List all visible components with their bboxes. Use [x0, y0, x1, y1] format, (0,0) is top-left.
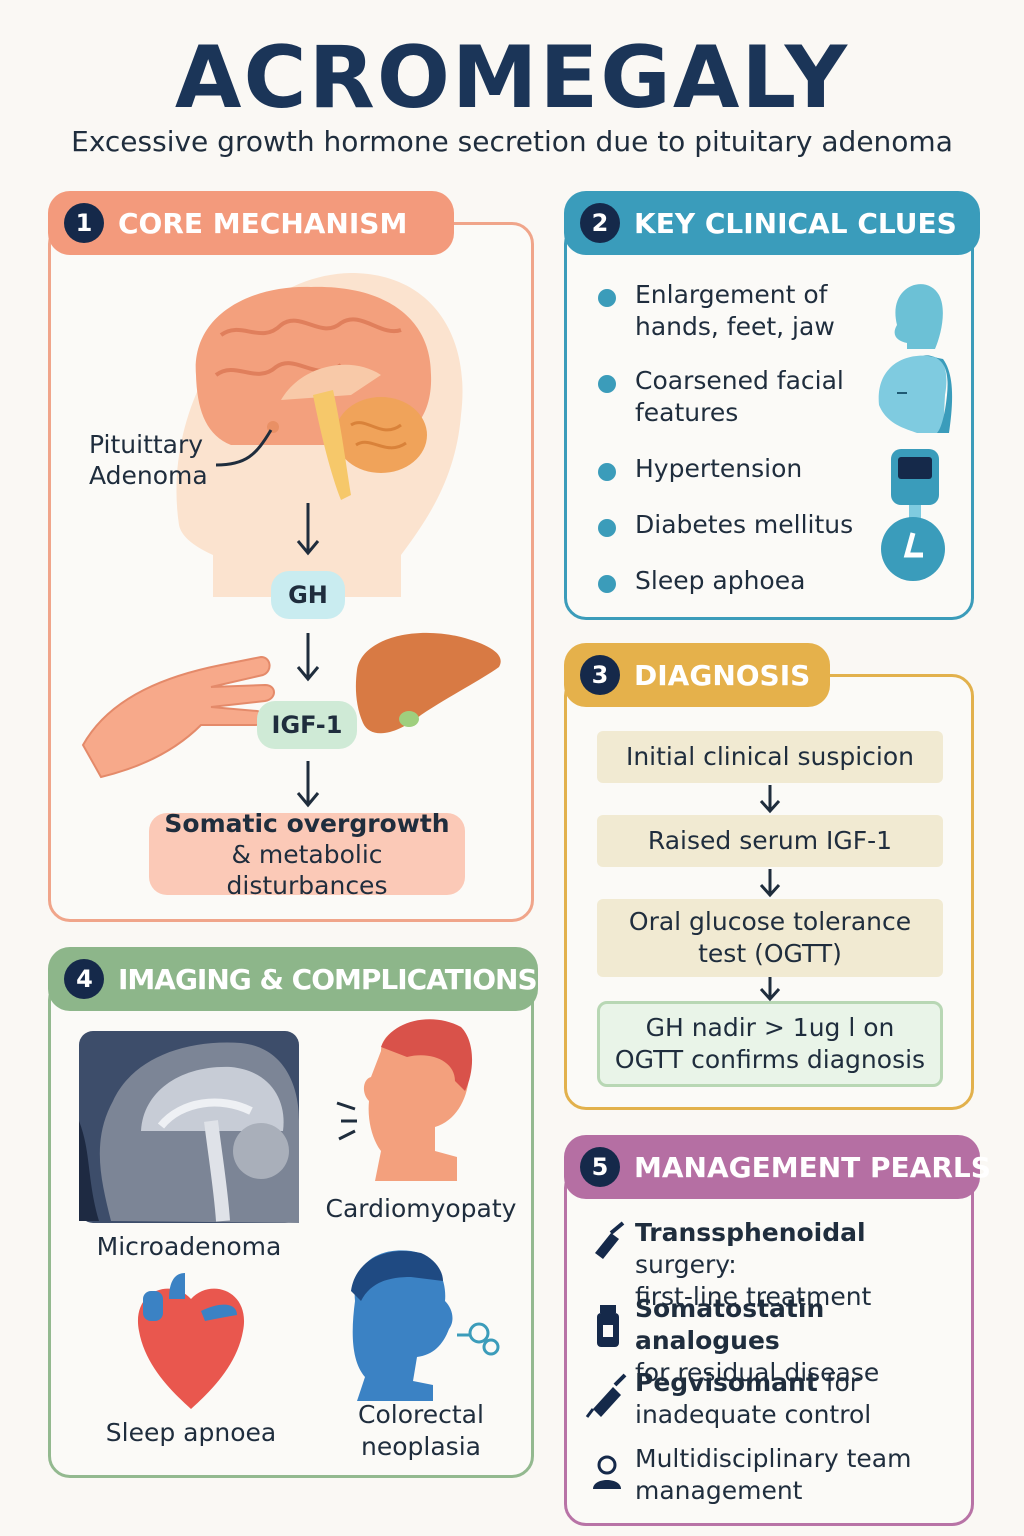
gh-pill: GH	[271, 571, 345, 619]
arrow-down-icon	[759, 785, 781, 814]
bullet	[598, 519, 616, 537]
clue-item: Sleep aphoea	[635, 566, 806, 595]
management-item: Somatostatin analogues for residual dise…	[635, 1294, 880, 1387]
heart-icon	[137, 1273, 245, 1409]
section-number: 2	[580, 203, 620, 243]
arrow-down-icon	[759, 869, 781, 898]
section-heading: MANAGEMENT PEARLS	[634, 1150, 991, 1184]
management-item: Transsphenoidal surgery: first-line trea…	[635, 1218, 872, 1311]
igf1-pill: IGF-1	[257, 701, 357, 749]
imaging-illustrations	[79, 1019, 500, 1409]
clue-item: Diabetes mellitus	[635, 510, 854, 539]
glucometer-icon	[891, 449, 939, 519]
management-panel: 5 MANAGEMENT PEARLS Transsphenoidal surg…	[564, 1135, 991, 1526]
diagnosis-step: Raised serum IGF-1	[597, 815, 943, 867]
diagnosis-header: 3 DIAGNOSIS	[564, 643, 830, 707]
core-mechanism-header: 1 CORE MECHANISM	[48, 191, 454, 255]
mri-scan-icon	[79, 1031, 299, 1223]
vial-icon	[597, 1305, 619, 1347]
syringe-icon	[585, 1373, 627, 1418]
liver-icon	[355, 632, 501, 734]
clinical-clues-header: 2 KEY CLINICAL CLUES	[564, 191, 980, 255]
mechanism-illustration	[81, 273, 501, 808]
head-profile-icon	[894, 284, 943, 349]
imaging-header: 4 IMAGING & COMPLICATIONS	[48, 947, 538, 1011]
cerebellum	[335, 397, 427, 473]
diagnosis-panel: 3 DIAGNOSIS Initial clinical suspicion R…	[564, 643, 974, 1110]
bullet	[598, 375, 616, 393]
section-number: 4	[64, 959, 104, 999]
section-number: 3	[580, 655, 620, 695]
bullet	[598, 575, 616, 593]
management-header: 5 MANAGEMENT PEARLS	[564, 1135, 991, 1199]
man-profile-icon	[336, 1019, 473, 1181]
arrow-down-icon	[759, 977, 781, 1002]
clock-icon	[881, 517, 945, 581]
section-heading: CORE MECHANISM	[118, 206, 408, 240]
brainstem	[313, 390, 351, 500]
diagnosis-step: Initial clinical suspicion	[597, 731, 943, 783]
section-number: 5	[580, 1147, 620, 1187]
face-icon	[878, 355, 953, 433]
clue-item: Coarsened facial features	[635, 366, 844, 427]
outcome-box: Somatic overgrowth & metabolic disturban…	[149, 809, 465, 900]
caption-cardiomyopathy: Cardiomyopaty	[325, 1194, 517, 1223]
bullet	[598, 463, 616, 481]
diagnosis-arrows	[759, 785, 781, 1002]
hand-icon	[81, 655, 275, 779]
clinical-clues-panel: 2 KEY CLINICAL CLUES Enlargement of hand…	[564, 191, 980, 620]
clue-item: Enlargement of hands, feet, jaw	[635, 280, 835, 341]
gallbladder	[399, 711, 419, 727]
page-title: ACROMEGALY	[174, 28, 850, 128]
clue-icons	[878, 284, 953, 581]
imaging-panel: 4 IMAGING & COMPLICATIONS	[48, 947, 538, 1478]
caption-colorectal: Colorectal neoplasia	[358, 1400, 484, 1461]
adenoma-label: Pituittary Adenoma	[89, 430, 208, 490]
person-icon	[593, 1455, 621, 1489]
diagnosis-step: Oral glucose tolerance test (OGTT)	[597, 899, 943, 977]
management-icons	[585, 1221, 627, 1489]
section-heading: DIAGNOSIS	[634, 658, 811, 692]
diagnosis-confirm: GH nadir > 1ug l on OGTT confirms diagno…	[597, 1001, 943, 1087]
caption-microadenoma: Microadenoma	[96, 1232, 282, 1261]
clue-item: Hypertension	[635, 454, 803, 483]
page-subtitle: Excessive growth hormone secretion due t…	[71, 125, 953, 158]
section-number: 1	[64, 203, 104, 243]
management-item: Pegvisomant for inadequate control	[635, 1368, 872, 1429]
section-heading: IMAGING & COMPLICATIONS	[118, 962, 538, 996]
sleeping-man-icon	[351, 1250, 500, 1401]
section-heading: KEY CLINICAL CLUES	[634, 206, 957, 240]
core-mechanism-panel: 1 CORE MECHANISM Pituittary A	[48, 191, 534, 922]
caption-sleep-apnoea: Sleep apnoea	[105, 1418, 277, 1447]
management-item: Multidisciplinary team management	[635, 1444, 912, 1505]
scalpel-icon	[595, 1221, 625, 1259]
bullet	[598, 289, 616, 307]
